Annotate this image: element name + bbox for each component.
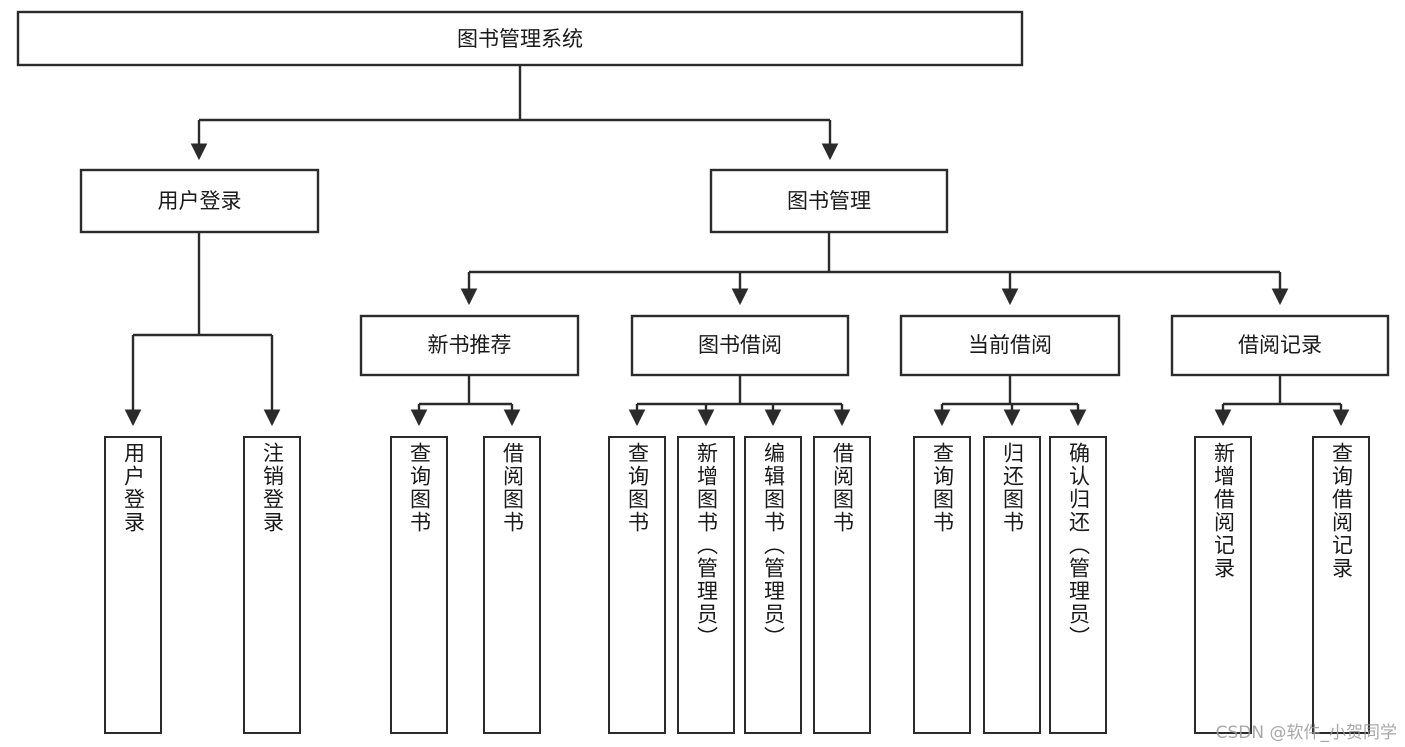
leaf-current-return-book[interactable]: 归还图书: [983, 436, 1041, 734]
node-book-management[interactable]: 图书管理: [709, 168, 949, 234]
leaf-newbook-query-book-label: 查询图书: [407, 442, 432, 534]
leaf-borrow-add-book-admin[interactable]: 新增图书（管理员）: [677, 436, 735, 734]
node-current-borrow[interactable]: 当前借阅: [899, 314, 1121, 377]
leaf-current-confirm-return-admin-label: 确认归还（管理员）: [1066, 442, 1091, 649]
leaf-record-query-record-label: 查询借阅记录: [1329, 442, 1354, 580]
connector-borrowrecord-to-leaves: [1214, 375, 1350, 427]
leaf-newbook-query-book[interactable]: 查询图书: [390, 436, 448, 734]
connector-currentborrow-to-leaves: [933, 375, 1087, 427]
connector-root-to-level2: [190, 65, 839, 161]
node-new-book-recommend[interactable]: 新书推荐: [359, 314, 580, 377]
node-user-login[interactable]: 用户登录: [79, 168, 320, 234]
book-borrow-box: [630, 314, 850, 377]
node-root[interactable]: 图书管理系统: [16, 10, 1024, 67]
leaf-current-query-book-label: 查询图书: [930, 442, 955, 534]
connector-newbook-to-leaves: [410, 375, 521, 427]
leaf-borrow-borrow-book-label: 借阅图书: [830, 442, 855, 534]
leaf-newbook-borrow-book[interactable]: 借阅图书: [483, 436, 541, 734]
user-login-box: [79, 168, 320, 234]
leaf-borrow-query-book-label: 查询图书: [625, 442, 650, 534]
borrow-record-label: 借阅记录: [1238, 333, 1322, 357]
book-management-label: 图书管理: [787, 189, 871, 213]
root-label: 图书管理系统: [457, 27, 583, 51]
user-login-label: 用户登录: [158, 189, 242, 213]
leaf-current-confirm-return-admin[interactable]: 确认归还（管理员）: [1049, 436, 1107, 734]
leaf-record-add-record[interactable]: 新增借阅记录: [1194, 436, 1252, 734]
leaf-borrow-add-book-admin-label: 新增图书（管理员）: [694, 442, 719, 649]
leaf-user-login-label: 用户登录: [121, 442, 146, 534]
new-book-recommend-box: [359, 314, 580, 377]
leaf-user-login[interactable]: 用户登录: [104, 436, 162, 734]
leaf-record-query-record[interactable]: 查询借阅记录: [1312, 436, 1370, 734]
book-borrow-label: 图书借阅: [698, 333, 782, 357]
leaf-record-add-record-label: 新增借阅记录: [1211, 442, 1236, 580]
leaf-borrow-borrow-book[interactable]: 借阅图书: [813, 436, 871, 734]
current-borrow-label: 当前借阅: [968, 333, 1052, 357]
leaf-newbook-borrow-book-label: 借阅图书: [500, 442, 525, 534]
connector-userlogin-to-leaves: [124, 232, 281, 427]
current-borrow-box: [899, 314, 1121, 377]
leaf-borrow-query-book[interactable]: 查询图书: [608, 436, 666, 734]
new-book-recommend-label: 新书推荐: [428, 333, 512, 357]
leaf-logout[interactable]: 注销登录: [243, 436, 301, 734]
connector-bookborrow-to-leaves: [628, 375, 851, 427]
leaf-borrow-edit-book-admin[interactable]: 编辑图书（管理员）: [744, 436, 802, 734]
leaf-borrow-edit-book-admin-label: 编辑图书（管理员）: [761, 442, 786, 649]
borrow-record-box: [1170, 314, 1390, 377]
node-borrow-record[interactable]: 借阅记录: [1170, 314, 1390, 377]
leaf-logout-label: 注销登录: [260, 442, 285, 534]
leaf-current-query-book[interactable]: 查询图书: [913, 436, 971, 734]
node-book-borrow[interactable]: 图书借阅: [630, 314, 850, 377]
connector-bookmgmt-to-level3: [460, 232, 1289, 306]
leaf-current-return-book-label: 归还图书: [1000, 442, 1025, 534]
root-box: [16, 10, 1024, 67]
